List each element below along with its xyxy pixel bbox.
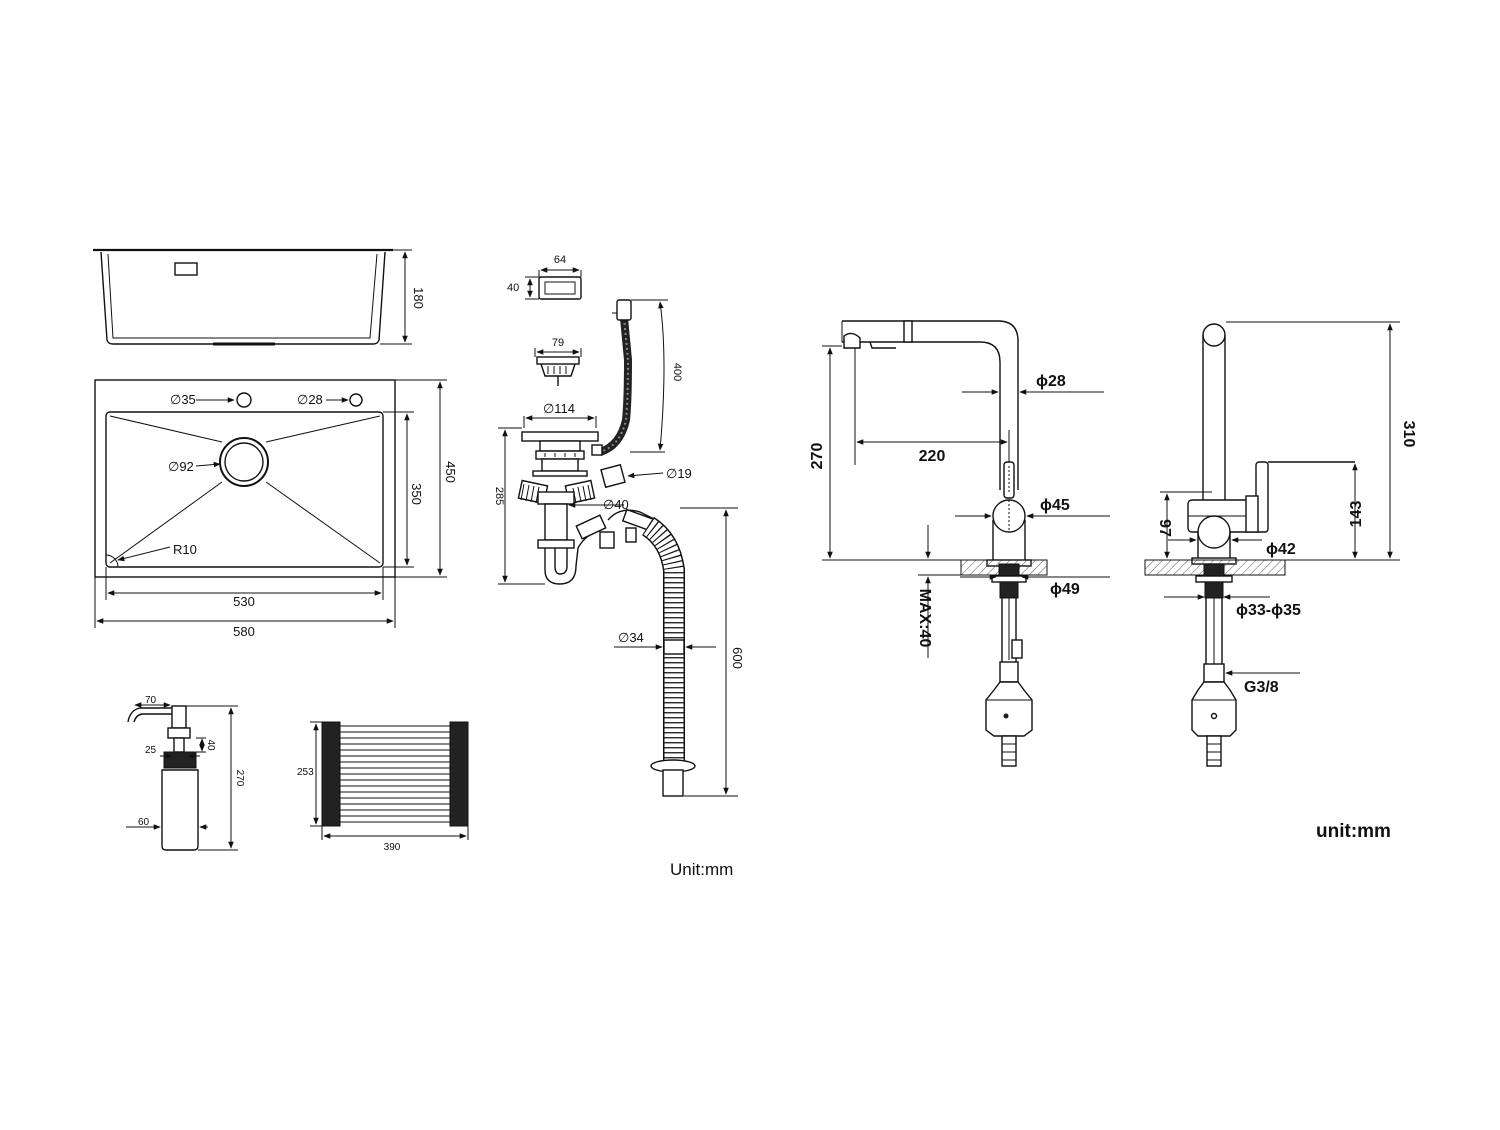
basket-diameter-label: 79 <box>552 337 564 349</box>
trap-height-label: 285 <box>493 487 505 505</box>
faucet-total-height-label: 310 <box>1400 421 1417 448</box>
rack-bars <box>340 725 450 823</box>
faucet-front-view: 310 143 97 ϕ42 ϕ33-ϕ35 G3/8 unit:mm <box>1144 321 1417 842</box>
faucet-max-deck-label: MAX:40 <box>916 589 933 648</box>
dispenser-height-label: 270 <box>234 770 245 787</box>
faucet-body-height-label: 97 <box>1156 519 1173 537</box>
faucet-thread-label: G3/8 <box>1244 679 1279 696</box>
hose-diameter-label: ∅34 <box>618 630 644 645</box>
soap-dispenser: 70 25 40 270 60 <box>126 695 245 851</box>
pipe-diameter-label: ∅40 <box>603 497 629 512</box>
dispenser-neck-label: 25 <box>145 745 157 756</box>
faucet-reach-label: 220 <box>919 448 946 465</box>
roll-up-rack: 253 390 <box>297 721 469 853</box>
inner-depth-label: 350 <box>409 483 424 505</box>
faucet-hole-range-label: ϕ33-ϕ35 <box>1236 602 1301 619</box>
faucet-body-diameter-label: ϕ45 <box>1040 497 1070 514</box>
faucet-hose-diameter-label: ϕ28 <box>1036 373 1066 390</box>
sink-top-view: ∅35 ∅28 ∅92 R10 350 450 530 580 <box>94 379 458 639</box>
drain-assembly: 64 40 400 79 ∅114 <box>493 254 745 879</box>
faucet-side-view: ϕ28 220 270 ϕ45 MAX:40 ϕ49 <box>809 320 1110 767</box>
overflow-hose-label: 400 <box>671 363 683 381</box>
rack-width-label: 390 <box>384 842 401 853</box>
drain-hole-label: ∅92 <box>168 459 194 474</box>
outlet-diameter-label: ∅19 <box>666 466 692 481</box>
outer-width-label: 580 <box>233 624 255 639</box>
hose-length-label: 600 <box>730 647 745 669</box>
faucet-spout-height-label: 270 <box>809 443 826 470</box>
tap-hole-label: ∅35 <box>170 392 196 407</box>
dispenser-collar-label: 40 <box>205 739 216 751</box>
sink-side-view: 180 <box>93 248 426 346</box>
soap-hole-label: ∅28 <box>297 392 323 407</box>
sink-depth-label: 180 <box>411 287 426 309</box>
inner-width-label: 530 <box>233 594 255 609</box>
faucet-column-diameter-label: ϕ42 <box>1266 541 1296 558</box>
faucet-handle-height-label: 143 <box>1348 501 1365 528</box>
corner-radius-label: R10 <box>173 542 197 557</box>
rack-depth-label: 253 <box>297 767 314 778</box>
dispenser-spout-label: 70 <box>145 695 157 706</box>
faucet-unit-label: unit:mm <box>1316 821 1391 842</box>
flange-diameter-label: ∅114 <box>543 401 575 416</box>
dispenser-bottle-label: 60 <box>138 817 150 828</box>
outer-depth-label: 450 <box>443 461 458 483</box>
drain-unit-label: Unit:mm <box>670 860 733 879</box>
overflow-height-label: 40 <box>507 282 519 294</box>
faucet-base-diameter-label: ϕ49 <box>1050 581 1080 598</box>
overflow-width-label: 64 <box>554 254 566 266</box>
